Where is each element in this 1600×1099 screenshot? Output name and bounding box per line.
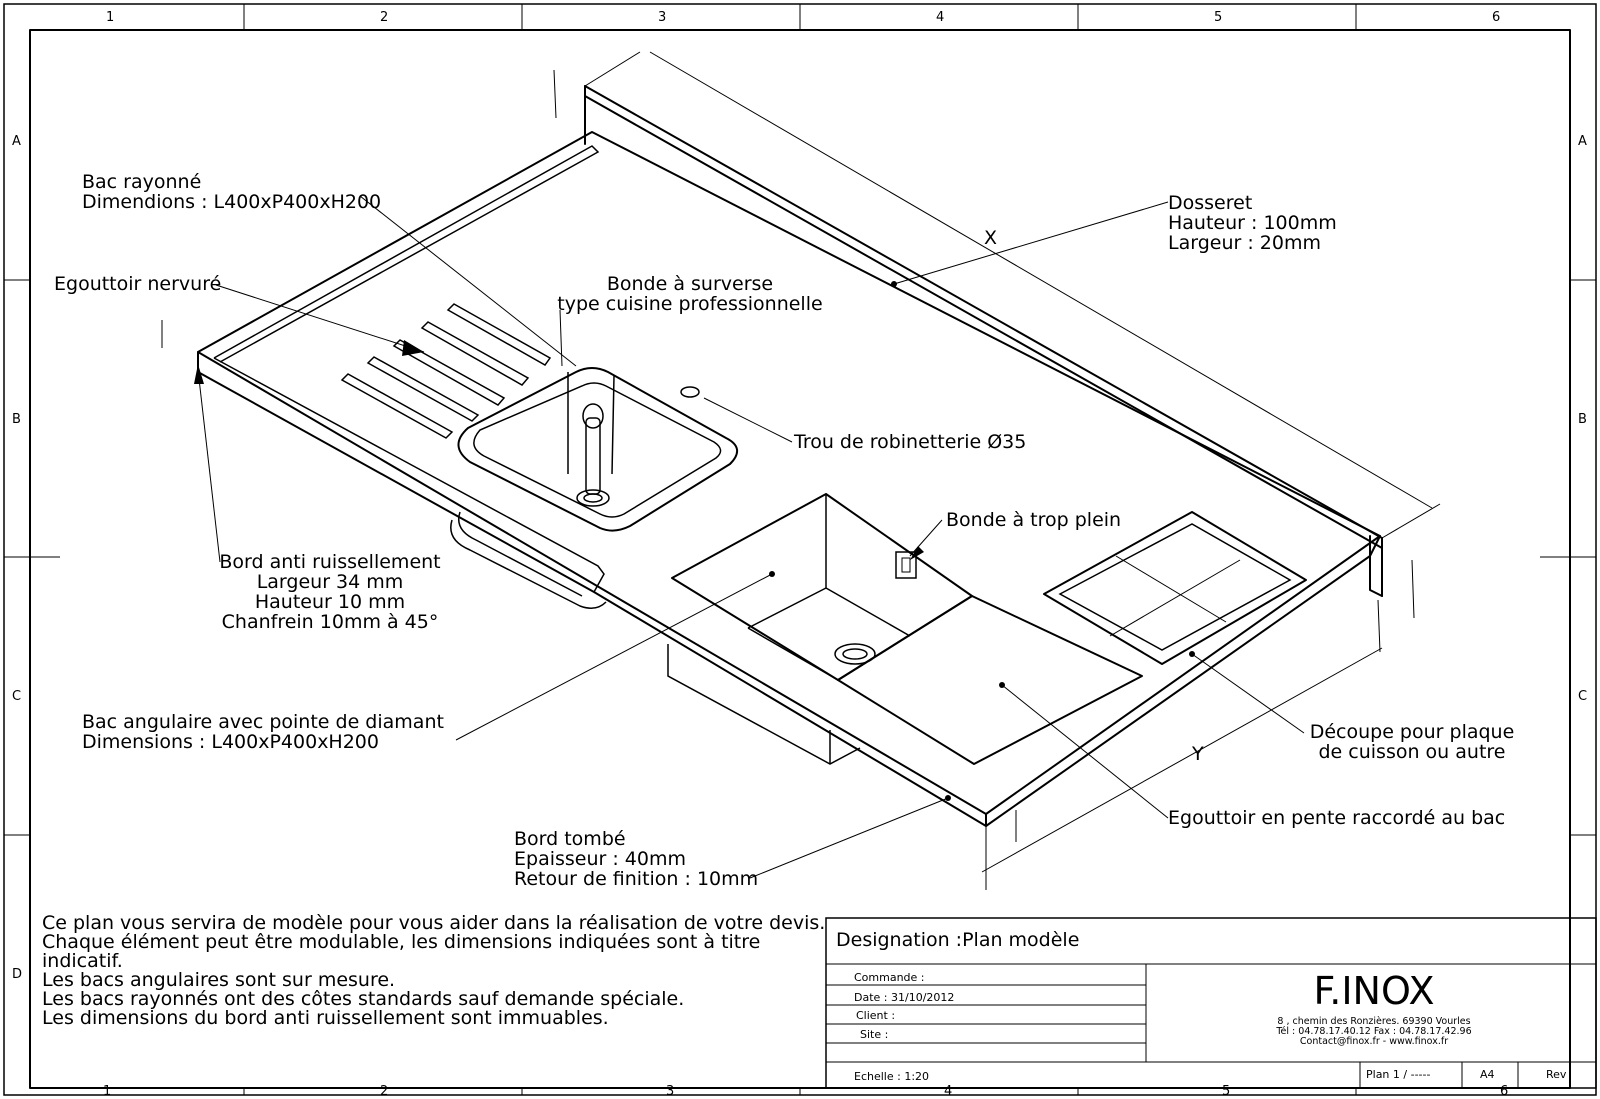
rev-field: Rev (1546, 1068, 1567, 1081)
grid-row-label: D (12, 967, 22, 982)
date-field: Date : 31/10/2012 (854, 991, 954, 1004)
callout-egouttoir-pente: Egouttoir en pente raccordé au bac (1168, 807, 1505, 829)
callout-line: de cuisson ou autre (1319, 741, 1506, 763)
commande-field: Commande : (854, 971, 925, 984)
callout-bonde-surverse: Bonde à surverse type cuisine profession… (557, 273, 822, 315)
callout-line: Bord anti ruissellement (219, 551, 440, 573)
leader-lines (194, 195, 1305, 879)
callout-bac-rayonne: Bac rayonné Dimendions : L400xP400xH200 (82, 171, 381, 213)
cooktop-cutout (1043, 511, 1307, 665)
note-line: Ce plan vous servira de modèle pour vous… (42, 912, 825, 934)
grid-col-label: 1 (106, 10, 114, 25)
callout-line: Dimensions : L400xP400xH200 (82, 731, 379, 753)
grid-col-label: 1 (103, 1084, 111, 1099)
format-field: A4 (1480, 1068, 1495, 1081)
grid-row-label: B (12, 412, 21, 427)
callout-line: Bord tombé (514, 828, 626, 850)
grid-row-label: A (12, 134, 21, 149)
grid-col-label: 2 (380, 10, 388, 25)
grid-row-label: A (1578, 134, 1587, 149)
note-line: Chaque élément peut être modulable, les … (42, 931, 760, 953)
callout-line: Dimendions : L400xP400xH200 (82, 191, 381, 213)
callout-bord-anti: Bord anti ruissellement Largeur 34 mm Ha… (219, 551, 440, 633)
note-line: Les bacs rayonnés ont des côtes standard… (42, 988, 684, 1010)
angular-sink (667, 493, 973, 765)
note-line: Les bacs angulaires sont sur mesure. (42, 969, 395, 991)
plan-field: Plan 1 / ----- (1366, 1068, 1430, 1081)
grid-col-label: 2 (380, 1084, 388, 1099)
rounded-sink (450, 367, 738, 609)
callout-line: Largeur : 20mm (1168, 232, 1321, 254)
grid-col-label: 4 (936, 10, 944, 25)
callout-line: Dosseret (1168, 192, 1252, 214)
callout-bonde-trop-plein: Bonde à trop plein (946, 509, 1121, 531)
callout-dosseret: Dosseret Hauteur : 100mm Largeur : 20mm (1168, 192, 1337, 254)
company-address: 8 , chemin des Ronzières. 69390 Vourles (1277, 1016, 1470, 1027)
grid-col-label: 5 (1214, 10, 1222, 25)
callout-bac-angulaire: Bac angulaire avec pointe de diamant Dim… (82, 711, 444, 753)
client-field: Client : (856, 1009, 895, 1022)
callout-decoupe: Découpe pour plaque de cuisson ou autre (1310, 721, 1515, 763)
callout-trou-robinetterie: Trou de robinetterie Ø35 (793, 431, 1026, 453)
callout-line: Egouttoir nervuré (54, 273, 221, 295)
company-contact: Contact@finox.fr - www.finox.fr (1300, 1036, 1448, 1047)
anti-runoff-border (213, 145, 600, 363)
note-line: Les dimensions du bord anti ruissellemen… (42, 1007, 609, 1029)
callout-line: Bonde à surverse (607, 273, 773, 295)
grid-labels: 1 2 3 4 5 6 1 2 3 4 5 6 A B C D A B C (12, 10, 1587, 1099)
site-field: Site : (860, 1028, 888, 1041)
callout-line: Trou de robinetterie Ø35 (793, 431, 1026, 453)
callout-line: type cuisine professionnelle (557, 293, 822, 315)
notes-block: Ce plan vous servira de modèle pour vous… (42, 912, 825, 1029)
callout-bord-tombe: Bord tombé Epaisseur : 40mm Retour de fi… (514, 828, 758, 890)
callout-line: Chanfrein 10mm à 45° (222, 611, 439, 633)
dim-y-label: Y (1191, 743, 1204, 765)
grid-col-label: 3 (658, 10, 666, 25)
title-block: Designation :Plan modèle Commande : Date… (825, 917, 1597, 1089)
grid-col-label: 3 (666, 1084, 674, 1099)
scale-field: Echelle : 1:20 (854, 1070, 929, 1083)
grid-row-label: C (1578, 689, 1587, 704)
brand-logo: F.INOX (1314, 969, 1435, 1013)
sloped-drainer (837, 595, 1143, 765)
note-line: indicatif. (42, 950, 123, 972)
callout-egouttoir-nervure: Egouttoir nervuré (54, 273, 221, 295)
dim-x: X (584, 51, 1441, 539)
callout-line: Bac angulaire avec pointe de diamant (82, 711, 444, 733)
grid-row-label: C (12, 689, 21, 704)
callout-line: Epaisseur : 40mm (514, 848, 686, 870)
callout-line: Bac rayonné (82, 171, 201, 193)
company-phone: Tél : 04.78.17.40.12 Fax : 04.78.17.42.9… (1275, 1026, 1471, 1037)
dim-x-label: X (984, 227, 997, 249)
callout-line: Largeur 34 mm (257, 571, 404, 593)
callout-line: Egouttoir en pente raccordé au bac (1168, 807, 1505, 829)
callout-line: Retour de finition : 10mm (514, 868, 758, 890)
drainboard-ribs (340, 303, 552, 439)
tap-hole (680, 386, 700, 398)
callout-line: Bonde à trop plein (946, 509, 1121, 531)
countertop-drawing: X Y (161, 51, 1441, 890)
grid-col-label: 6 (1500, 1084, 1508, 1099)
grid-row-label: B (1578, 412, 1587, 427)
dim-y: Y (981, 599, 1383, 890)
callout-line: Découpe pour plaque (1310, 721, 1515, 743)
grid-col-label: 4 (944, 1084, 952, 1099)
callout-line: Hauteur : 100mm (1168, 212, 1337, 234)
grid-col-label: 5 (1222, 1084, 1230, 1099)
grid-col-label: 6 (1492, 10, 1500, 25)
drawing-frame (3, 3, 1597, 1096)
callout-line: Hauteur 10 mm (255, 591, 405, 613)
designation-text: Designation :Plan modèle (836, 929, 1079, 951)
